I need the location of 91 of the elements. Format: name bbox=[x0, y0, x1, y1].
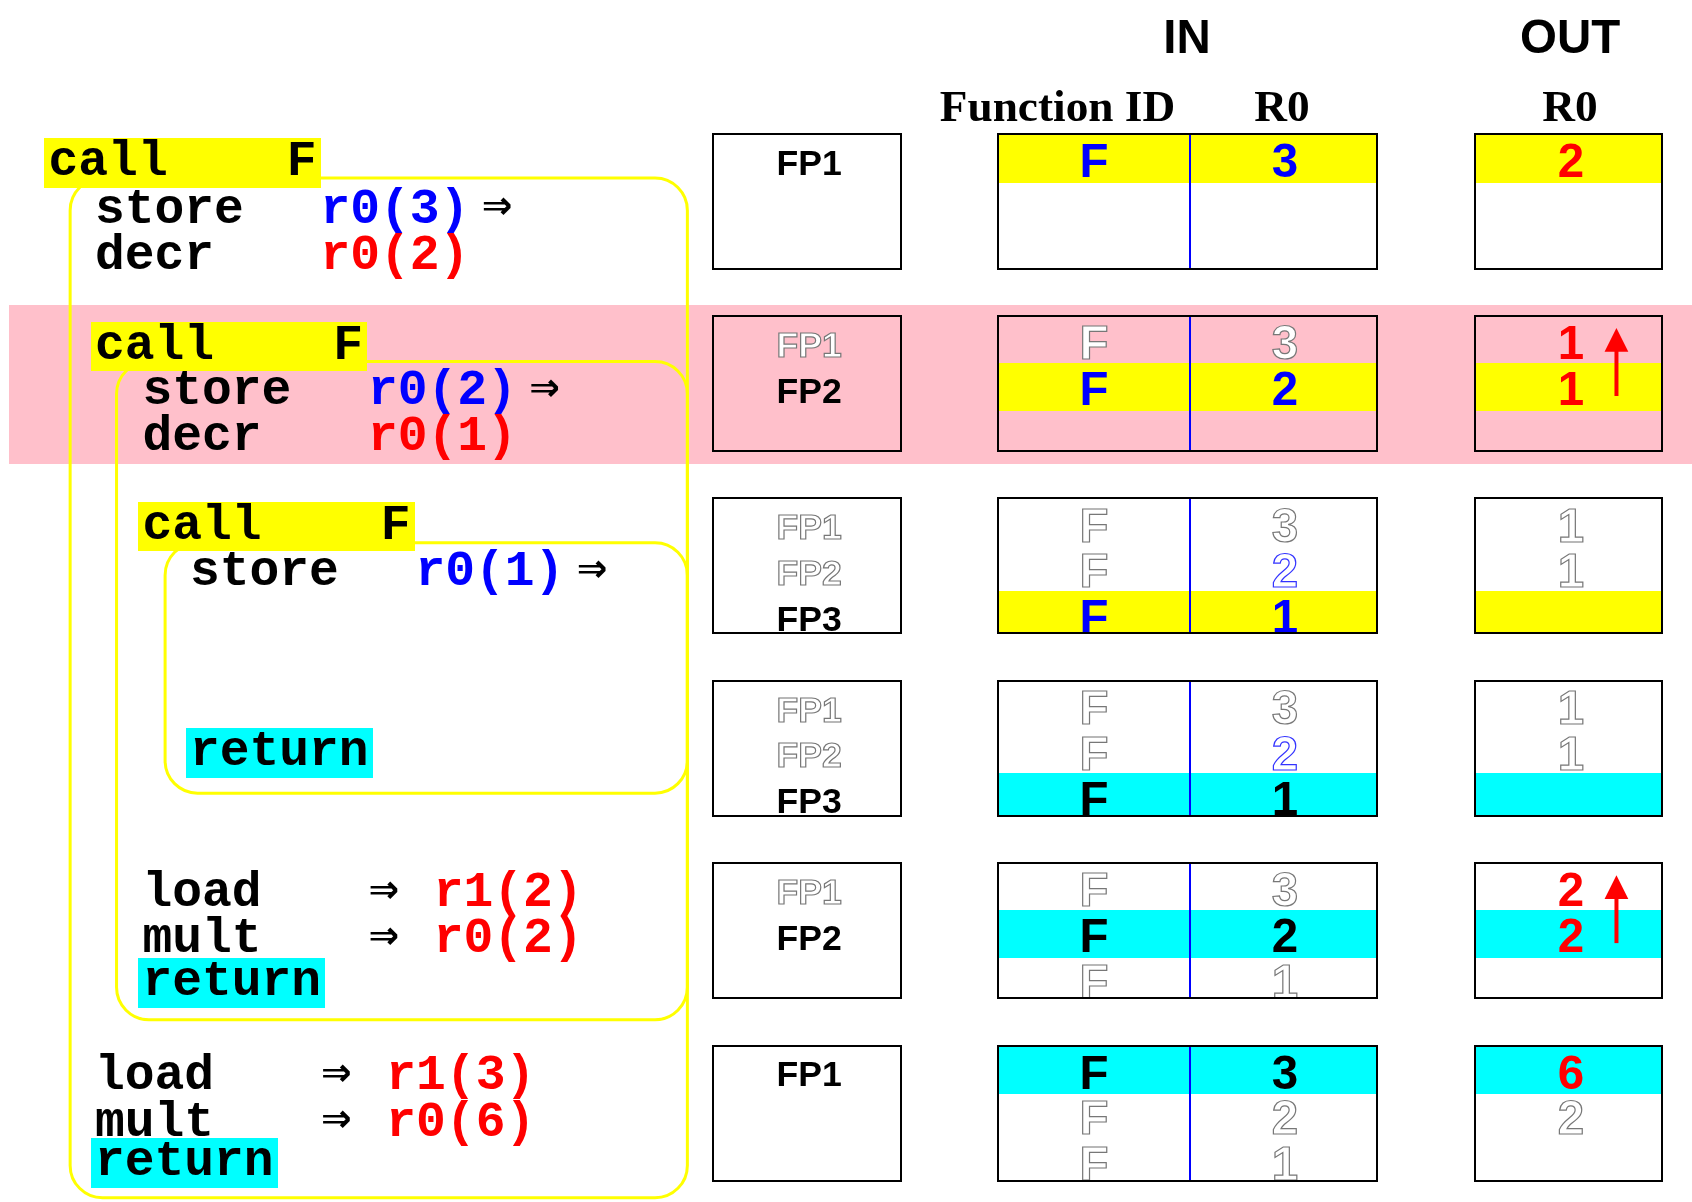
stack-box bbox=[712, 497, 903, 635]
stack-entry: FP2 bbox=[776, 373, 842, 410]
function-id: F bbox=[1079, 136, 1109, 185]
function-id: F bbox=[1079, 866, 1109, 914]
register-value: 1 bbox=[1271, 1140, 1299, 1180]
register-value: 1 bbox=[1557, 683, 1585, 732]
input-table bbox=[997, 1044, 1378, 1182]
code-text: ⇒ bbox=[482, 183, 513, 234]
column-header: IN bbox=[1163, 12, 1211, 61]
function-id: F bbox=[1079, 683, 1109, 732]
function-id: F bbox=[1079, 912, 1109, 960]
stack-entry: FP1 bbox=[776, 1057, 842, 1093]
register-value: 1 bbox=[1557, 729, 1585, 778]
function-id: F bbox=[1079, 775, 1109, 815]
input-table bbox=[997, 132, 1378, 270]
function-id: F bbox=[1079, 501, 1109, 550]
output-table bbox=[1474, 315, 1663, 453]
column-header: OUT bbox=[1519, 12, 1621, 61]
register-value: call F bbox=[90, 321, 368, 372]
function-id: F bbox=[1079, 319, 1109, 367]
function-id: F bbox=[1079, 547, 1109, 595]
function-id: F bbox=[1079, 957, 1109, 998]
column-header: R0 bbox=[1254, 84, 1310, 130]
input-table bbox=[997, 679, 1378, 817]
input-table bbox=[997, 862, 1378, 1000]
register-value: 2 bbox=[1271, 1094, 1299, 1142]
stack-entry: FP1 bbox=[776, 692, 842, 729]
stack-entry: FP1 bbox=[776, 145, 842, 182]
register-value: 2 bbox=[1271, 912, 1299, 960]
output-table bbox=[1474, 862, 1663, 1000]
register-value: 2 bbox=[1271, 364, 1299, 413]
stack-box bbox=[712, 679, 903, 817]
register-value: 2 bbox=[1271, 729, 1299, 778]
stack-entry: FP3 bbox=[776, 601, 842, 633]
register-value: 3 bbox=[1271, 683, 1299, 732]
stack-entry: FP1 bbox=[776, 874, 842, 911]
function-id: F bbox=[1079, 364, 1109, 413]
register-value: 1 bbox=[1271, 592, 1299, 633]
code-text: decr bbox=[142, 413, 262, 463]
register-value: 1 bbox=[1557, 364, 1585, 413]
register-value: r0(2) bbox=[433, 915, 583, 965]
stack-entry: FP2 bbox=[776, 555, 842, 592]
register-value: 2 bbox=[1557, 136, 1585, 185]
register-value: 3 bbox=[1271, 501, 1299, 550]
stack-box bbox=[712, 315, 903, 453]
register-value: 1 bbox=[1557, 501, 1585, 550]
output-table bbox=[1474, 1044, 1663, 1182]
code-text: ⇒ bbox=[529, 364, 560, 415]
register-value: call F bbox=[138, 501, 415, 552]
output-table bbox=[1474, 679, 1663, 817]
register-value: 1 bbox=[1271, 957, 1299, 998]
stack-entry: FP1 bbox=[776, 327, 842, 364]
register-value: r0(1) bbox=[415, 548, 565, 598]
register-value: 1 bbox=[1557, 319, 1585, 367]
column-header: Function ID bbox=[939, 84, 1176, 130]
output-table bbox=[1474, 497, 1663, 635]
register-value: 3 bbox=[1271, 136, 1299, 185]
register-value: 3 bbox=[1271, 866, 1299, 914]
stack-entry: FP2 bbox=[776, 738, 842, 774]
function-id: F bbox=[1079, 1140, 1109, 1180]
stack-box bbox=[712, 132, 903, 270]
function-id: F bbox=[1079, 729, 1109, 778]
stack-box bbox=[712, 862, 903, 1000]
register-value: 1 bbox=[1271, 775, 1299, 815]
input-table bbox=[997, 497, 1378, 635]
stack-box bbox=[712, 1044, 903, 1182]
register-value: 2 bbox=[1557, 866, 1585, 914]
register-value: r0(6) bbox=[386, 1098, 536, 1149]
register-value: call F bbox=[44, 138, 321, 188]
function-id: F bbox=[1079, 1094, 1109, 1142]
register-value: 2 bbox=[1557, 1094, 1585, 1142]
code-text: ⇒ bbox=[577, 546, 608, 596]
register-value: 3 bbox=[1271, 1048, 1299, 1097]
register-value: 6 bbox=[1557, 1048, 1585, 1097]
register-value: return bbox=[138, 958, 326, 1008]
stack-entry: FP3 bbox=[776, 783, 842, 815]
output-table bbox=[1474, 132, 1663, 270]
input-table bbox=[997, 315, 1378, 453]
register-value: 1 bbox=[1557, 547, 1585, 595]
register-value: r0(2) bbox=[320, 232, 470, 282]
register-value: r0(1) bbox=[367, 413, 517, 463]
stack-entry: FP2 bbox=[776, 920, 842, 957]
function-id: F bbox=[1079, 1048, 1109, 1097]
register-value: 2 bbox=[1557, 912, 1585, 960]
register-value: 3 bbox=[1271, 319, 1299, 367]
register-value: return bbox=[185, 728, 373, 778]
column-header: R0 bbox=[1542, 84, 1598, 130]
stack-entry: FP1 bbox=[776, 510, 842, 546]
code-text: decr bbox=[94, 232, 215, 282]
register-value: 2 bbox=[1271, 547, 1299, 595]
function-id: F bbox=[1079, 592, 1109, 633]
